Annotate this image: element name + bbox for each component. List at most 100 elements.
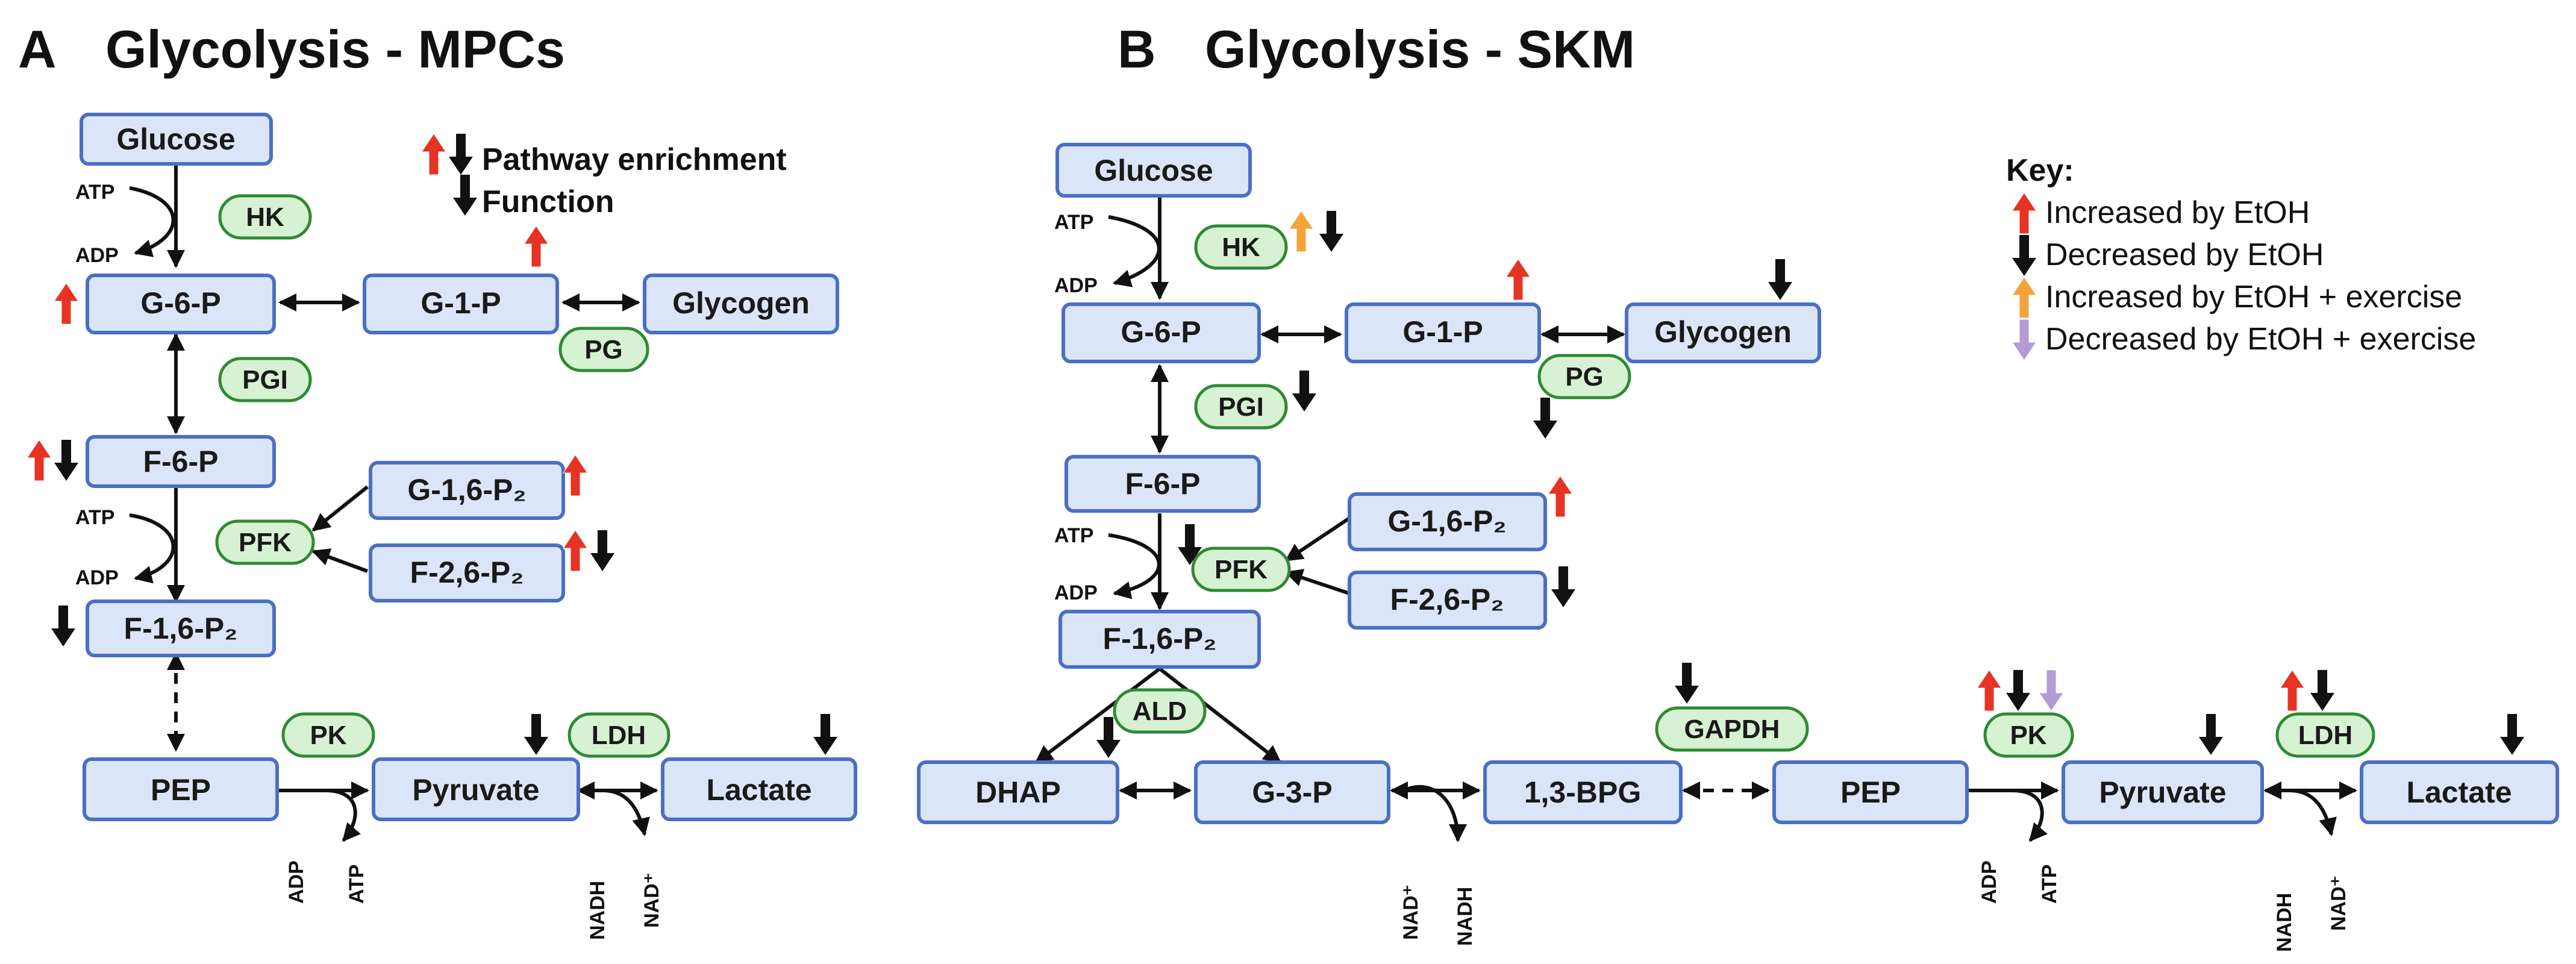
lactate-down-arrow bbox=[2500, 714, 2524, 755]
pk-down-exercise-arrow bbox=[2039, 669, 2064, 712]
f6p-up-arrow bbox=[27, 439, 52, 481]
metabolite-pep: PEP bbox=[1772, 760, 1969, 824]
legend-enrichment-label: Pathway enrichment bbox=[482, 142, 787, 177]
metabolite-glycogen: Glycogen bbox=[643, 274, 839, 334]
enzyme-gapdh: GAPDH bbox=[1655, 706, 1809, 752]
panel-b-connectors bbox=[1034, 195, 2357, 842]
svg-text:LDH: LDH bbox=[592, 721, 646, 750]
pyruvate-down-arrow bbox=[2199, 714, 2223, 755]
pk-up-arrow bbox=[1977, 669, 2002, 712]
pgi-down-arrow bbox=[1292, 371, 1316, 412]
metabolite-bpg: 1,3-BPG bbox=[1483, 760, 1683, 824]
metabolite-g6p: G-6-P bbox=[1061, 302, 1261, 363]
panel-a-legend: Pathway enrichment Function bbox=[482, 142, 787, 219]
f26p2-up-arrow bbox=[563, 530, 588, 572]
g6p-up-arrow bbox=[54, 283, 79, 325]
key-up-exercise-arrow bbox=[2012, 277, 2037, 319]
metabolite-dhap: DHAP bbox=[917, 760, 1119, 824]
key-item-decreased-exercise: Decreased by EtOH + exercise bbox=[2045, 322, 2476, 357]
glycogen-down-arrow bbox=[1768, 259, 1792, 300]
svg-text:PEP: PEP bbox=[1840, 775, 1901, 809]
cofactor-atp: ATP bbox=[1054, 211, 1093, 234]
svg-text:G-1-P: G-1-P bbox=[420, 286, 501, 320]
legend-up-arrow bbox=[421, 133, 446, 175]
hk-up-exercise-arrow bbox=[1289, 210, 1314, 252]
enzyme-ldh: LDH bbox=[567, 712, 671, 758]
key-legend: Key: Increased by EtOH Decreased by EtOH… bbox=[2006, 153, 2476, 357]
enzyme-pgi: PGI bbox=[218, 357, 312, 402]
cofactor-nadh: NADH bbox=[1454, 887, 1477, 946]
pyruvate-down-arrow bbox=[524, 714, 548, 755]
enzyme-ldh: LDH bbox=[2275, 712, 2375, 758]
metabolite-pyruvate: Pyruvate bbox=[2062, 760, 2264, 824]
svg-text:Pyruvate: Pyruvate bbox=[2099, 775, 2226, 809]
svg-text:PG: PG bbox=[584, 335, 623, 365]
svg-text:HK: HK bbox=[1222, 233, 1260, 262]
metabolite-lactate: Lactate bbox=[2360, 760, 2559, 824]
svg-text:G-1-P: G-1-P bbox=[1402, 315, 1483, 349]
metabolite-f16p2: F-1,6-P₂ bbox=[86, 599, 276, 657]
svg-text:Glucose: Glucose bbox=[1094, 154, 1213, 187]
pk-down-arrow bbox=[2006, 670, 2030, 711]
enzyme-pk: PK bbox=[1983, 712, 2074, 758]
svg-text:Lactate: Lactate bbox=[706, 773, 811, 807]
svg-text:PK: PK bbox=[310, 721, 346, 750]
svg-text:ALD: ALD bbox=[1133, 696, 1187, 726]
key-item-increased-exercise: Increased by EtOH + exercise bbox=[2045, 280, 2462, 315]
cofactor-adp: ADP bbox=[1054, 274, 1098, 297]
svg-text:GAPDH: GAPDH bbox=[1684, 715, 1780, 744]
enzyme-pg: PG bbox=[558, 327, 649, 372]
panel-b-title: Glycolysis - SKM bbox=[1205, 19, 1635, 79]
pg-down-arrow bbox=[1533, 398, 1557, 439]
metabolite-glucose: Glucose bbox=[80, 113, 273, 166]
panel-a-title: Glycolysis - MPCs bbox=[105, 19, 565, 79]
metabolite-g16p2: G-1,6-P₂ bbox=[1348, 492, 1547, 551]
cofactor-atp: ATP bbox=[345, 865, 368, 904]
svg-text:HK: HK bbox=[246, 202, 284, 232]
cofactor-nad: NAD⁺ bbox=[2327, 875, 2350, 931]
cofactor-nad: NAD⁺ bbox=[640, 872, 663, 928]
metabolite-glycogen: Glycogen bbox=[1625, 302, 1821, 363]
enzyme-hk: HK bbox=[1194, 224, 1288, 270]
metabolite-lactate: Lactate bbox=[661, 757, 857, 821]
enzyme-pfk: PFK bbox=[215, 519, 315, 565]
svg-text:PK: PK bbox=[2010, 721, 2046, 750]
ldh-up-arrow bbox=[2280, 669, 2305, 712]
svg-text:LDH: LDH bbox=[2298, 721, 2352, 750]
key-up-arrow bbox=[2012, 192, 2037, 234]
svg-text:G-1,6-P₂: G-1,6-P₂ bbox=[407, 473, 526, 507]
pfk-down-arrow bbox=[1178, 524, 1202, 565]
f16p2-down-arrow bbox=[51, 606, 75, 646]
metabolite-g16p2: G-1,6-P₂ bbox=[369, 461, 565, 520]
enzyme-pfk: PFK bbox=[1191, 546, 1291, 592]
metabolite-pep: PEP bbox=[83, 757, 279, 821]
ldh-down-arrow bbox=[2310, 670, 2334, 711]
svg-text:Pyruvate: Pyruvate bbox=[412, 773, 539, 807]
svg-text:G-3-P: G-3-P bbox=[1252, 775, 1332, 809]
svg-text:PG: PG bbox=[1565, 362, 1604, 392]
svg-text:F-1,6-P₂: F-1,6-P₂ bbox=[124, 612, 238, 645]
metabolite-g6p: G-6-P bbox=[86, 274, 276, 334]
g16p2-up-arrow bbox=[1548, 475, 1573, 518]
hk-down-arrow bbox=[1319, 211, 1343, 252]
cofactor-nadh: NADH bbox=[2273, 893, 2296, 952]
svg-text:PGI: PGI bbox=[1218, 392, 1264, 422]
cofactor-nadh: NADH bbox=[586, 881, 609, 940]
f26p2-down-arrow bbox=[590, 530, 614, 571]
legend-function-arrow bbox=[453, 175, 477, 216]
key-item-decreased: Decreased by EtOH bbox=[2045, 237, 2324, 272]
metabolite-f16p2: F-1,6-P₂ bbox=[1058, 610, 1261, 669]
svg-text:PGI: PGI bbox=[242, 365, 288, 395]
svg-text:F-2,6-P₂: F-2,6-P₂ bbox=[1390, 583, 1504, 616]
g1p-up-arrow bbox=[524, 225, 549, 268]
cofactor-atp: ATP bbox=[2038, 865, 2061, 904]
svg-text:Glycogen: Glycogen bbox=[672, 286, 810, 320]
cofactor-adp: ADP bbox=[285, 860, 308, 904]
panel-b-letter: B bbox=[1118, 19, 1156, 79]
svg-text:F-1,6-P₂: F-1,6-P₂ bbox=[1103, 622, 1217, 656]
key-down-exercise-arrow bbox=[2012, 319, 2037, 361]
svg-text:PEP: PEP bbox=[151, 773, 211, 807]
panel-a-letter: A bbox=[18, 19, 57, 79]
svg-text:G-1,6-P₂: G-1,6-P₂ bbox=[1387, 504, 1506, 538]
